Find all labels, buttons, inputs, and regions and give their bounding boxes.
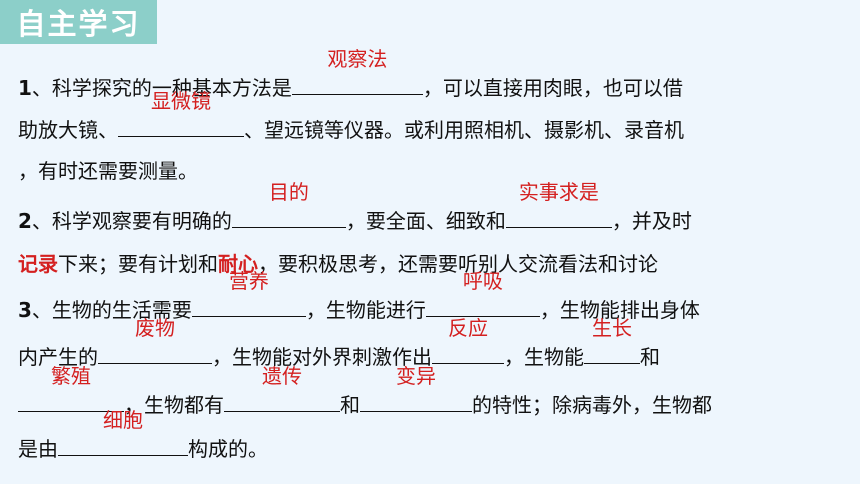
q1-answer-1: 观察法 (327, 47, 388, 71)
q1-line-2: 助放大镜、 显微镜、望远镜等仪器。或利用照相机、摄影机、录音机 (18, 89, 684, 149)
q1-text-1: 、科学探究的一种基本方法是 (31, 76, 292, 100)
q3-answer-8: 变异 (396, 364, 436, 388)
q3-text-10: 的特性；除病毒外，生物都 (472, 393, 712, 417)
q3-answer-7: 遗传 (262, 364, 302, 388)
q2-text-2: ，要全面、细致和 (345, 209, 506, 233)
q1-text-5: ，有时还需要测量。 (18, 159, 198, 183)
q1-blank-2: 显微镜 (118, 89, 244, 137)
q3-text-1: 、生物的生活需要 (31, 298, 192, 322)
q1-number: 1 (18, 76, 32, 100)
q3-line-1: 3、生物的生活需要 营养 ，生物能进行 呼吸 ，生物能排出身体 (18, 269, 700, 329)
q3-blank-2: 呼吸 (425, 269, 540, 317)
q2-text-1: 、科学观察要有明确的 (31, 209, 232, 233)
q2-line-1: 2、科学观察要有明确的 目的 ，要全面、细致和实事求是 ，并及时 (18, 180, 692, 240)
q3-answer-3: 废物 (135, 316, 175, 340)
q2-text-5: ，要积极思考，还需要听别人交流看法和讨论 (258, 252, 658, 276)
q3-text-9: 和 (340, 393, 360, 417)
q3-blank-9: 细胞 (58, 408, 188, 456)
q3-answer-5: 生长 (592, 316, 632, 340)
q3-text-6: ，生物能 (504, 345, 584, 369)
q2-line-2: 记录下来；要有计划和耐心，要积极思考，还需要听别人交流看法和讨论 (18, 244, 658, 284)
section-title-badge: 自主学习 (0, 0, 157, 44)
q3-text-7: 和 (640, 345, 660, 369)
q2-text-4: 下来；要有计划和 (58, 252, 218, 276)
q3-blank-7: 遗传 (224, 364, 340, 412)
q1-answer-2: 显微镜 (151, 89, 211, 113)
q3-answer-1: 营养 (228, 269, 269, 293)
q1-text-2: ，可以直接用肉眼，也可以借 (422, 76, 683, 100)
q3-answer-4: 反应 (448, 316, 488, 340)
q3-blank-8: 变异 (360, 364, 472, 412)
q2-highlight-1: 记录 (18, 252, 58, 276)
q2-blank-2: 实事求是 (505, 180, 612, 228)
q3-answer-6: 繁殖 (51, 364, 91, 388)
q3-text-2: ，生物能进行 (305, 298, 426, 322)
q3-text-4: 内产生的 (18, 345, 98, 369)
q3-blank-5: 生长 (584, 316, 640, 364)
q3-answer-2: 呼吸 (462, 269, 503, 293)
q2-number: 2 (18, 209, 32, 233)
q3-line-3: 繁殖 ，生物都有 遗传和 变异的特性；除病毒外，生物都 (18, 364, 712, 424)
q1-line-3: ，有时还需要测量。 (18, 151, 198, 191)
q3-text-12: 构成的。 (188, 437, 268, 461)
q2-blank-1: 目的 (231, 180, 346, 228)
q1-line-1: 1、科学探究的一种基本方法是 观察法 ，可以直接用肉眼，也可以借 (18, 47, 683, 107)
q1-blank-1: 观察法 (291, 47, 423, 95)
q3-answer-9: 细胞 (103, 408, 143, 432)
q2-text-3: ，并及时 (611, 209, 692, 233)
section-title: 自主学习 (16, 7, 141, 41)
q2-answer-1: 目的 (268, 180, 309, 204)
q1-text-3: 助放大镜、 (18, 118, 118, 142)
q3-line-4: 是由 细胞构成的。 (18, 408, 268, 468)
q3-text-3: ，生物能排出身体 (539, 298, 700, 322)
q3-text-11: 是由 (18, 437, 58, 461)
q3-number: 3 (18, 298, 32, 322)
q3-text-8: ，生物都有 (124, 393, 224, 417)
q3-blank-4: 反应 (432, 316, 504, 364)
q3-text-5: ，生物能对外界刺激作出 (212, 345, 432, 369)
q1-text-4: 、望远镜等仪器。或利用照相机、摄影机、录音机 (244, 118, 684, 142)
q3-line-2: 内产生的 废物 ，生物能对外界刺激作出反应 ，生物能生长和 (18, 316, 660, 376)
q3-blank-1: 营养 (191, 269, 306, 317)
q2-answer-2: 实事求是 (518, 180, 599, 204)
q3-blank-3: 废物 (98, 316, 212, 364)
q2-highlight-2: 耐心 (218, 252, 258, 276)
q3-blank-6: 繁殖 (18, 364, 124, 412)
